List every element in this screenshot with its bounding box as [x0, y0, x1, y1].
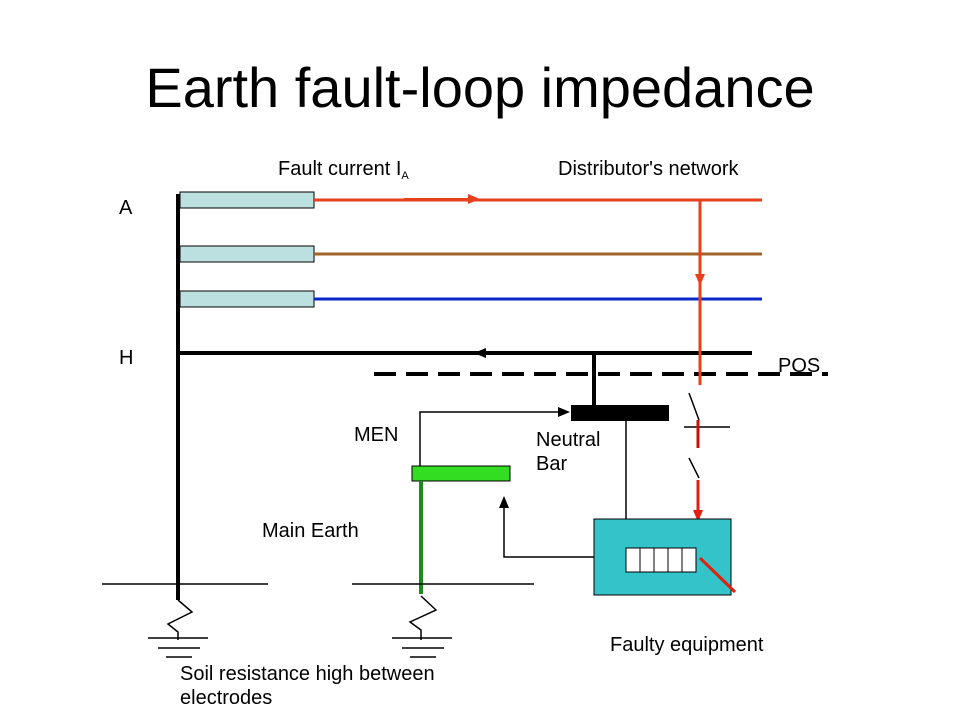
- fault-current-text: Fault current I: [278, 158, 402, 180]
- men-link-arrowhead: [558, 407, 570, 417]
- fault-current-label: Fault current IA: [278, 157, 409, 184]
- equipment-terminal-2: [639, 547, 655, 573]
- neutral-return-arrowhead: [474, 348, 486, 358]
- service-drop-arrowhead: [695, 274, 705, 286]
- main-switch-blade-upper: [688, 392, 700, 421]
- neutral-h-label: H: [119, 347, 134, 369]
- soil-resistance-label-line2: electrodes: [180, 687, 273, 709]
- phase-a-label: A: [119, 197, 133, 219]
- main-switch-blade-lower: [688, 457, 700, 479]
- neutral-bar-label: Neutral Bar: [536, 428, 600, 476]
- main-earth-bar: [411, 465, 511, 482]
- neutral-bar: [571, 405, 669, 421]
- distributor-soil-resistance: [166, 599, 194, 640]
- active-to-equipment-arrowhead: [693, 510, 703, 522]
- soil-resistance-label: Soil resistance high between electrodes: [180, 662, 435, 710]
- fuse-red-phase: [179, 191, 315, 209]
- consumer-soil-resistance: [408, 595, 438, 640]
- soil-resistance-label-line1: Soil resistance high between: [180, 663, 435, 685]
- main-earth-label: Main Earth: [262, 520, 359, 542]
- men-link: [419, 411, 560, 468]
- fuse-brown-phase: [179, 245, 315, 263]
- equipment-terminal-4: [667, 547, 683, 573]
- men-label: MEN: [354, 424, 399, 446]
- fault-current-subscript: A: [401, 170, 409, 182]
- equipment-terminal-3: [653, 547, 669, 573]
- fault-current-arrowhead: [468, 194, 480, 204]
- faulty-equipment-label: Faulty equipment: [610, 634, 764, 656]
- fuse-blue-phase: [179, 290, 315, 308]
- neutral-bar-label-line1: Neutral: [536, 429, 601, 451]
- pos-label: POS: [778, 355, 821, 377]
- distributor-network-label: Distributor's network: [558, 158, 739, 180]
- earth-fault-return-path: [503, 506, 594, 558]
- equipment-terminal-5: [681, 547, 697, 573]
- neutral-bar-label-line2: Bar: [536, 453, 568, 475]
- diagram-title: Earth fault-loop impedance: [145, 56, 815, 119]
- equipment-terminal-1: [625, 547, 641, 573]
- earth-return-arrowhead: [499, 496, 509, 508]
- fault-to-enclosure: [698, 556, 737, 594]
